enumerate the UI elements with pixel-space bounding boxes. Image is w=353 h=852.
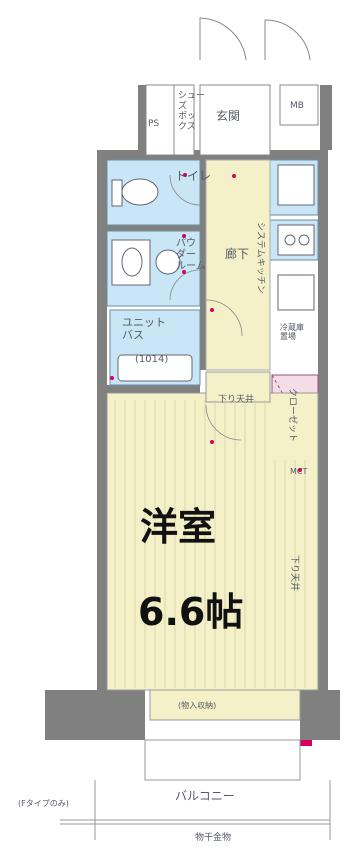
balcony-area bbox=[60, 739, 331, 840]
toilet-fixture bbox=[111, 178, 159, 207]
label-line: ズ bbox=[178, 99, 187, 111]
accent-markers bbox=[110, 173, 312, 746]
entrance-block bbox=[145, 84, 319, 156]
dry-storage-label: 物干金物 bbox=[195, 831, 231, 843]
label-line: 置場 bbox=[280, 331, 296, 341]
main-room-name: 洋室 bbox=[140, 505, 216, 549]
bathtub-fixture bbox=[117, 354, 193, 382]
label-line: シュー bbox=[178, 91, 205, 101]
lowered-ceiling-label-2: 下り天井 bbox=[289, 555, 301, 591]
storage-bar bbox=[149, 689, 301, 721]
unit-bath-size-label: (1014) bbox=[135, 354, 168, 365]
mb-label: MB bbox=[290, 101, 304, 111]
fridge-label: 冷蔵庫置場 bbox=[280, 322, 304, 341]
system-kitchen-label: システムキッチン bbox=[255, 222, 266, 294]
label-line: 冷蔵庫 bbox=[280, 322, 304, 332]
main-room-size: 6.6帖 bbox=[138, 590, 243, 634]
corridor-label: 廊下 bbox=[225, 246, 249, 261]
mct-label: MCT bbox=[290, 467, 307, 476]
balcony-label: バルコニー bbox=[175, 789, 235, 803]
label-line: ダー bbox=[176, 248, 196, 261]
label-line: ユニット bbox=[122, 316, 166, 329]
shoe-box-label: シューズボックス bbox=[178, 91, 205, 132]
main-room-hatch bbox=[114, 400, 306, 688]
powder-room-label: パウダールーム bbox=[176, 237, 206, 272]
closet-label: クローゼット bbox=[287, 388, 299, 442]
kitchen-fixtures bbox=[277, 164, 315, 311]
unit-bath-label: ユニットバス bbox=[122, 316, 166, 342]
washbasin-fixture bbox=[111, 239, 181, 286]
common-door-arcs bbox=[199, 17, 311, 61]
label-line: クス bbox=[178, 121, 196, 132]
lowered-ceiling-label-1: 下り天井 bbox=[218, 393, 254, 405]
toilet-label: トイレ bbox=[175, 169, 211, 183]
storage-label: (物入収納) bbox=[178, 700, 216, 710]
balcony-note-label: (Fタイプのみ) bbox=[18, 799, 69, 808]
label-line: バス bbox=[122, 329, 144, 342]
label-line: ボッ bbox=[178, 111, 196, 122]
ps-label: PS bbox=[148, 119, 159, 129]
corridor-floor bbox=[205, 159, 271, 371]
label-line: パウ bbox=[176, 237, 196, 249]
door-arcs bbox=[169, 174, 243, 441]
entrance-label: 玄関 bbox=[216, 108, 240, 123]
label-line: ルーム bbox=[176, 260, 206, 272]
